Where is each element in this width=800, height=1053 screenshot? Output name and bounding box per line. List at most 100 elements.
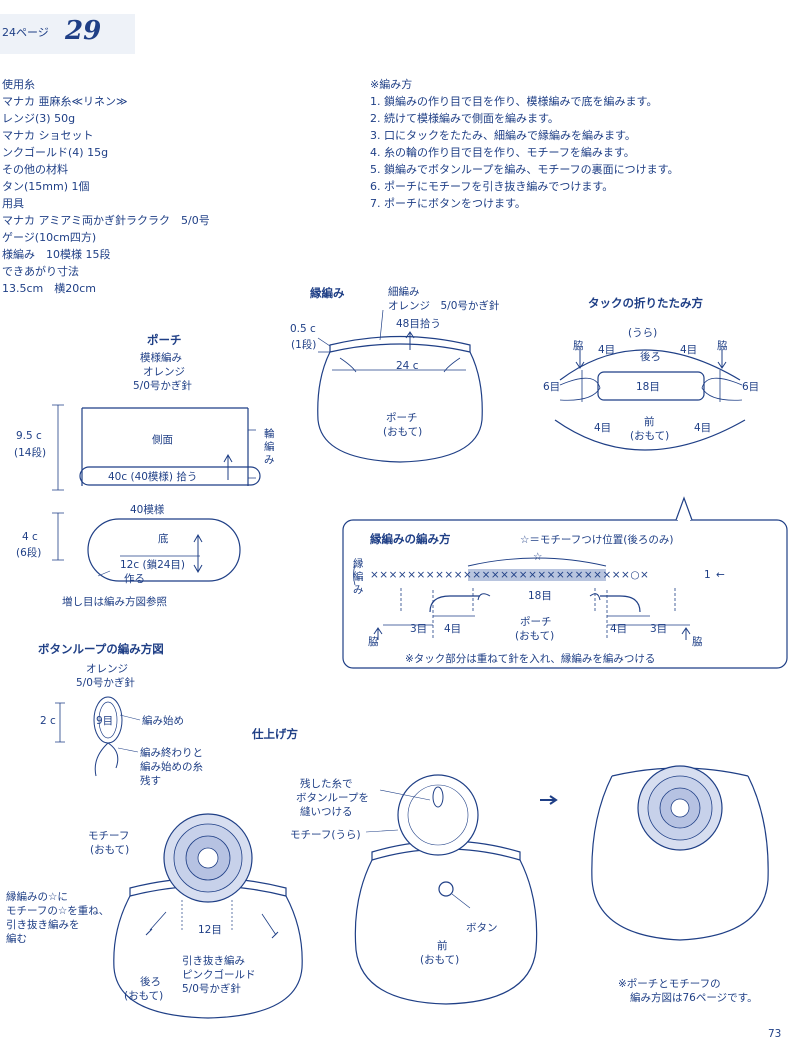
finish-motif: モチーフ [88,830,130,842]
instruction-step: 6. ポーチにモチーフを引き抜き編みでつけます。 [370,180,614,193]
tuck-back: 後ろ [640,351,661,363]
finish-edge-note-line: モチーフの☆を重ね、 [6,905,110,917]
finish-back: 後ろ [140,976,161,988]
finished-pouch [540,765,769,941]
side-label: 側面 [152,434,173,446]
pickup-label: 40c (40模様) 拾う [108,471,198,483]
button-loop-start: 編み始め [142,715,184,727]
pouch-side-outline [81,407,249,486]
bottom-rows: (6段) [16,547,42,559]
edging-pick48: 48目拾う [396,318,441,330]
materials-line: マナカ アミアミ両かぎ針ラクラク 5/0号 [2,214,210,227]
materials-line: 用具 [2,197,24,210]
finish-12: 12目 [198,924,222,936]
tuck-4b: 4目 [680,344,698,356]
edge-star: ☆ [533,551,543,563]
pouch-title: ポーチ [147,333,182,347]
edging-yarn-2: オレンジ 5/0号かぎ針 [388,300,500,312]
instruction-step: 4. 糸の輪の作り目で目を作り、モチーフを編みます。 [370,146,635,159]
motif-flower-front [163,813,253,903]
bottom-label: 底 [158,533,169,545]
motif-flower-back [397,774,479,856]
edge-4b: 4目 [610,623,628,635]
side-rows: (14段) [14,447,47,459]
pouch-yarn-1: 模様編み [140,352,182,364]
edging-pouch-label: ポーチ [386,412,418,424]
finish-sew-3: 縫いつける [300,806,353,818]
button-loop-diagram [55,696,141,777]
finish-edge-note-line: 縁編みの☆に [6,891,68,903]
finish-note-2: 編み方図は76ページです。 [630,992,758,1004]
button-loop-title: ボタンループの編み方図 [38,642,164,656]
materials-line: その他の材料 [2,163,68,176]
materials-line: 様編み 10模様 15段 [2,248,111,261]
materials-line: マナカ ショセット [2,129,94,142]
edge-side-left: 脇 [368,636,379,648]
finish-note-1: ※ポーチとモチーフの [618,978,721,990]
tuck-18: 18目 [636,381,660,393]
materials-list: 使用糸 マナカ 亜麻糸≪リネン≫ レンジ(3) 50g マナカ ショセット ンク… [2,76,210,297]
instruction-step: 2. 続けて模様編みで側面を編みます。 [370,112,559,125]
instructions: ※編み方 1. 鎖編みの作り目で目を作り、模様編みで底を編みます。 2. 続けて… [370,76,679,212]
materials-line: できあがり寸法 [2,265,79,278]
pouch-yarn-3: 5/0号かぎ針 [133,380,192,392]
instruction-step: 1. 鎖編みの作り目で目を作り、模様編みで底を編みます。 [370,95,658,108]
tuck-6a: 6目 [543,381,561,393]
finish-slip-2: ピンクゴールド [182,969,256,981]
header-page-ref: 24ページ [2,26,49,39]
button-loop-end-3: 残す [140,775,161,787]
stitch-row: ××××××××××××××××××××××××××××○× [370,569,649,581]
edge-18: 18目 [528,590,552,602]
bottom-chain: 12c (鎖24目) [120,559,186,571]
edge-3a: 3目 [410,623,428,635]
edge-row-label: 縁編み [353,558,364,596]
edge-chart-legend: ☆＝モチーフつけ位置(後ろのみ) [520,534,674,546]
side-height: 9.5 c [16,430,42,442]
edge-chart-title: 縁編みの編み方 [370,532,451,546]
tuck-front: 前 [644,416,655,428]
button-loop-yarn-1: オレンジ [86,663,128,675]
edging-top-height: 0.5 c [290,323,316,335]
finish-motif-face: (おもて) [90,844,130,856]
finish-edge-note: 縁編みの☆に モチーフの☆を重ね、 引き抜き編みを 編む [6,890,109,946]
edging-title: 縁編み [310,286,345,300]
button-loop-yarn-2: 5/0号かぎ針 [76,677,135,689]
tuck-title: タックの折りたたみ方 [588,296,703,310]
edging-yarn-1: 細編み [388,286,420,298]
finish-sew-1: 残した糸で [300,778,353,790]
finish-motif-back: モチーフ(うら) [290,829,361,841]
materials-line: 13.5cm 横20cm [2,282,97,295]
finish-edge-note-line: 引き抜き編みを [6,919,80,931]
bottom-make: 作る [124,573,145,585]
edge-pouch: ポーチ [520,616,552,628]
pouch-yarn-2: オレンジ [143,366,185,378]
instruction-step: 3. 口にタックをたたみ、細編みで縁編みを編みます。 [370,129,636,142]
stitch-row-left: ××××××××× [370,569,454,581]
instruction-step: 7. ポーチにボタンをつけます。 [370,197,526,210]
bottom-height: 4 c [22,531,38,543]
edge-row-num: 1 [704,569,711,581]
tuck-side-right: 脇 [717,340,728,352]
edge-chart-box [342,496,788,669]
edge-3b: 3目 [650,623,668,635]
materials-line: タン(15mm) 1個 [2,180,90,193]
bottom-oval [87,518,241,582]
finish-back-pouch [113,813,303,1019]
finish-slip-3: 5/0号かぎ針 [182,983,241,995]
materials-line: レンジ(3) 50g [2,112,76,125]
edge-row-arrow: ← [716,569,725,581]
edge-face: (おもて) [515,630,555,642]
finish-edge-note-line: 編む [6,933,27,945]
pouch-body [317,351,483,463]
tuck-side-left: 脇 [573,340,584,352]
instruction-step: 5. 鎖編みでボタンループを編み、モチーフの裏面につけます。 [370,163,679,176]
tuck-face: (おもて) [630,430,670,442]
button-loop-length: 2 c [40,715,56,727]
materials-line: ゲージ(10cm四方) [2,231,97,244]
edge-note: ※タック部分は重ねて針を入れ、縁編みを編みつける [405,653,656,665]
header-number: 29 [65,16,102,46]
tuck-ura: (うら) [628,327,658,339]
instructions-title: ※編み方 [370,78,413,91]
tuck-4a: 4目 [598,344,616,356]
motif-attach-band [468,569,606,581]
